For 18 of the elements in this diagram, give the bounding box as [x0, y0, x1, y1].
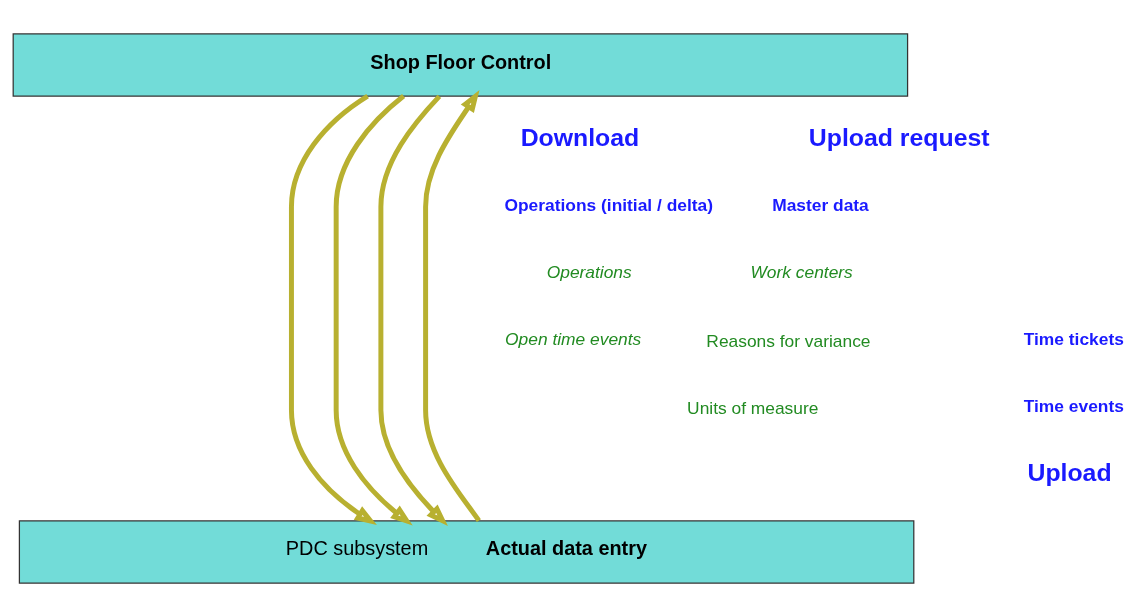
arrow — [378, 94, 448, 526]
node-box: PDC subsystem Actual data entry — [18, 519, 915, 584]
label: Units of measure — [687, 397, 819, 418]
label: Work centers — [750, 261, 853, 282]
label: Operations — [546, 261, 632, 282]
node-box: Shop Floor Control — [12, 32, 909, 97]
label: Time events — [1023, 395, 1124, 416]
label: Open time events — [505, 328, 642, 349]
label: Reasons for variance — [706, 330, 871, 351]
label: Download — [520, 123, 640, 151]
label: Master data — [772, 194, 869, 215]
label: Operations (initial / delta) — [504, 194, 714, 215]
label: Time tickets — [1023, 328, 1124, 349]
arrow — [288, 93, 377, 525]
label: Upload — [1027, 458, 1112, 486]
arrow — [423, 89, 481, 522]
label: Upload request — [808, 123, 990, 151]
arrow — [333, 93, 413, 525]
